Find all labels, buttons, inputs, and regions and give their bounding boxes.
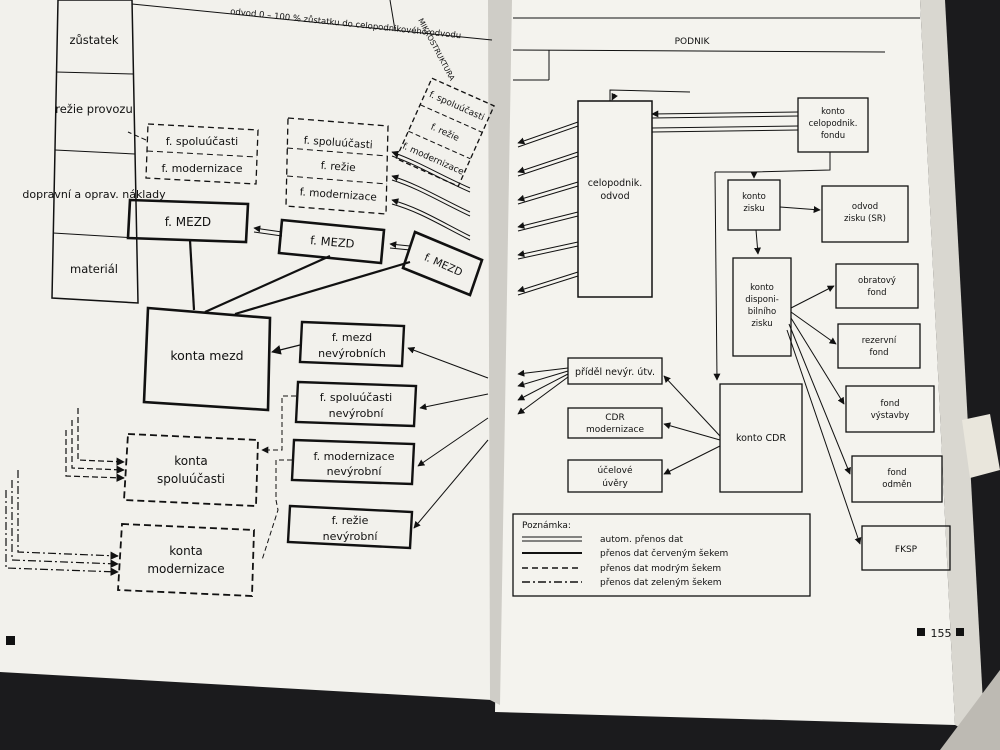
celopodnik-odvod-2: odvod — [600, 191, 629, 202]
legend-item-3: přenos dat zeleným šekem — [600, 577, 722, 588]
nonproduction-arrows — [261, 344, 489, 561]
legend-item-0: autom. přenos dat — [600, 535, 683, 545]
obratovy-1: obratový — [858, 276, 896, 286]
konta-incoming-lines — [5, 408, 125, 576]
odvod-zisku-2: zisku (SR) — [844, 214, 886, 224]
cdr-arrows — [517, 367, 721, 475]
cloth-corner — [940, 670, 1000, 750]
konta-modernizace-2: modernizace — [147, 562, 224, 576]
ucelove-1: účelové — [597, 465, 633, 476]
box-mezd-nevyrobnich-2: nevýrobních — [318, 347, 386, 360]
pridel-label: příděl nevýr. útv. — [575, 367, 655, 378]
konto-celopodnik-2: celopodnik. — [809, 119, 858, 129]
rezervni-1: rezervní — [862, 336, 897, 346]
box-spoluucasti-nevyrobni-2: nevýrobní — [329, 407, 385, 420]
mezd-arrows — [253, 225, 411, 251]
box-spoluucasti-1: f. spoluúčasti — [166, 135, 238, 148]
box-spoluucasti-nevyrobni-1: f. spoluúčasti — [320, 391, 392, 404]
konto-cdr-label: konto CDR — [736, 433, 787, 444]
cdr-modernizace-2: modernizace — [586, 425, 644, 435]
odmen-2: odměn — [882, 480, 912, 490]
left-page-marker — [6, 636, 15, 645]
konto-zisku-box: konto zisku odvod zisku (SR) — [727, 179, 909, 243]
odvod-zisku-1: odvod — [852, 202, 878, 212]
page-number-text: 155 — [931, 627, 952, 640]
right-header: PODNIK — [512, 17, 920, 81]
celopodnik-odvod-box: celopodnik. odvod — [577, 100, 653, 298]
box-mezd-2: f. MEZD — [310, 233, 356, 251]
fund-boxes-right: obratový fond rezervní fond fond výstavb… — [835, 263, 951, 571]
konto-disp-1: konto — [750, 283, 774, 293]
box-rezie-2: f. režie — [320, 160, 356, 174]
konto-celopodnik-fondu-box: konto celopodnik. fondu — [797, 97, 869, 153]
box-mezd-nevyrobnich-1: f. mezd — [332, 331, 372, 344]
konto-zisku-1: konto — [742, 192, 766, 202]
vystavby-2: výstavby — [871, 411, 910, 421]
box-modernizace-nevyrobni-1: f. modernizace — [314, 450, 395, 463]
box-modernizace-1: f. modernizace — [162, 162, 243, 175]
fksp-label: FKSP — [895, 545, 918, 555]
ucelove-2: úvěry — [602, 479, 628, 489]
konto-disp-4: zisku — [751, 319, 772, 329]
konto-zisku-2: zisku — [743, 204, 764, 214]
legend-title: Poznámka: — [522, 521, 571, 531]
gutter-shadow — [488, 0, 512, 705]
konta-mezd-label: konta mezd — [170, 348, 243, 363]
page-edges — [920, 0, 985, 740]
nonproduction-fund-boxes: f. mezd nevýrobních f. spoluúčasti nevýr… — [286, 320, 418, 550]
konto-cdr-box: konto CDR příděl nevýr. útv. CDR moderni… — [567, 357, 803, 493]
konto-disponibilni-box: konto disponi- bilního zisku — [732, 257, 792, 357]
disp-arrows — [786, 285, 862, 545]
celopodnik-odvod-1: celopodnik. — [588, 178, 643, 189]
column-zustatek: zůstatek — [69, 33, 118, 47]
box-rezie-nevyrobni-2: nevýrobní — [323, 530, 379, 543]
sticker-tab — [962, 414, 1000, 478]
rezervni-2: fond — [870, 348, 889, 358]
cdr-modernizace-1: CDR — [605, 413, 624, 423]
legend-item-2: přenos dat modrým šekem — [600, 563, 721, 574]
auto-transfer-arrows-left — [391, 150, 471, 241]
cost-column: zůstatek režie provozu dopravní a oprav.… — [22, 0, 166, 304]
konta-spoluucasti-2: spoluúčasti — [157, 472, 225, 486]
odvod-outgoing-arrows — [517, 89, 799, 296]
podnik-label: PODNIK — [675, 37, 711, 47]
odmen-1: fond — [888, 468, 907, 478]
konta-dashed-boxes: konta spoluúčasti konta modernizace — [117, 433, 259, 597]
konta-modernizace-1: konta — [169, 544, 203, 558]
right-page — [495, 0, 955, 725]
vystavby-1: fond — [881, 399, 900, 409]
legend-item-1: přenos dat červeným šekem — [600, 548, 728, 559]
konta-mezd-box: konta mezd — [142, 239, 411, 412]
zisk-arrows — [713, 152, 831, 381]
box-rezie-nevyrobni-1: f. režie — [332, 514, 369, 527]
konto-celopodnik-3: fondu — [821, 131, 845, 141]
box-modernizace-2: f. modernizace — [299, 186, 377, 203]
box-spoluucasti-2: f. spoluúčasti — [303, 135, 373, 152]
column-rezie: režie provozu — [55, 102, 133, 116]
legend: Poznámka: autom. přenos dat přenos dat č… — [512, 513, 811, 597]
konto-disp-3: bilního — [748, 307, 776, 317]
dashed-fund-group-1: f. spoluúčasti f. modernizace — [127, 123, 259, 185]
column-material: materiál — [70, 262, 118, 276]
column-doprava: dopravní a oprav. náklady — [22, 188, 166, 201]
box-modernizace-nevyrobni-2: nevýrobní — [327, 465, 383, 478]
box-mezd-1: f. MEZD — [165, 215, 211, 229]
obratovy-2: fond — [868, 288, 887, 298]
page-number: 155 — [917, 627, 964, 640]
konto-celopodnik-1: konto — [821, 107, 845, 117]
dashed-fund-group-2: f. spoluúčasti f. režie f. modernizace — [285, 117, 389, 215]
konta-spoluucasti-1: konta — [174, 454, 208, 468]
konto-disp-2: disponi- — [745, 295, 779, 305]
